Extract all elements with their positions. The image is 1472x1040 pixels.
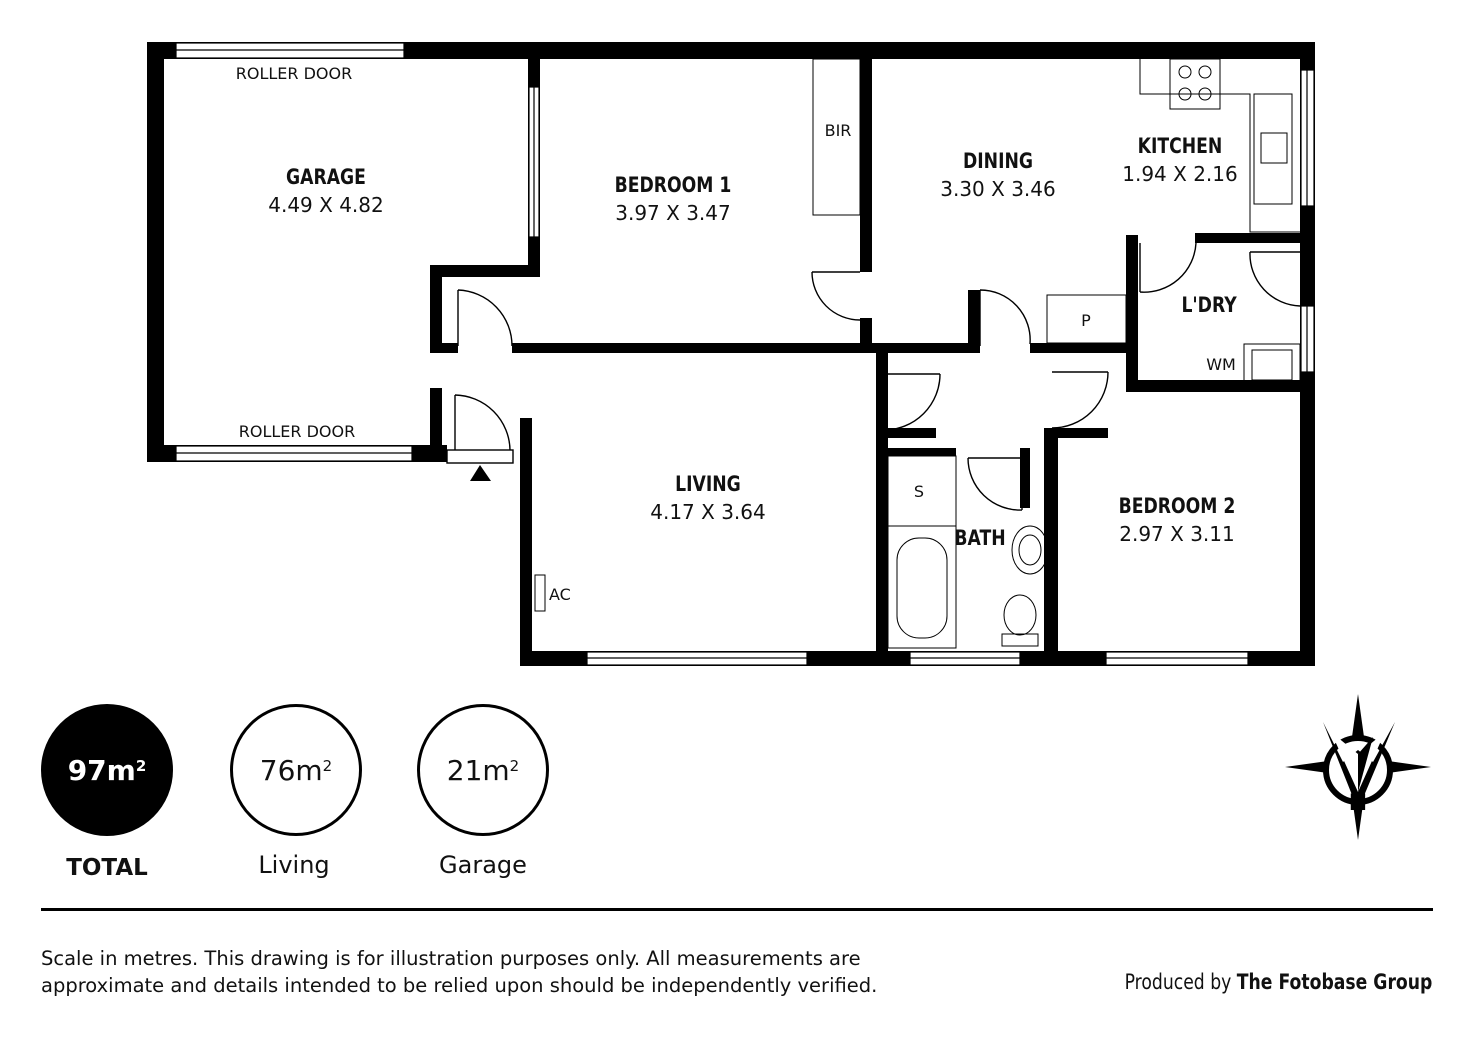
garage-label: GARAGE [286,164,366,189]
disclaimer: Scale in metres. This drawing is for ill… [41,945,1041,999]
roller-door-bottom-label: ROLLER DOOR [239,422,355,441]
disclaimer-line-1: Scale in metres. This drawing is for ill… [41,947,861,970]
living-area-label: Living [258,851,330,879]
windows [175,42,1315,666]
bedroom1-dims: 3.97 X 3.47 [615,201,730,225]
fixtures [534,58,1301,649]
garage-area-unit: 2 [509,757,520,775]
floor-plan: GARAGE 4.49 X 4.82 BEDROOM 1 3.97 X 3.47… [147,42,1315,666]
kitchen-dims: 1.94 X 2.16 [1122,162,1237,186]
total-area-value: 97m [67,753,136,787]
entry-arrow-icon [470,465,491,481]
pantry-label: P [1081,311,1091,330]
living-label: LIVING [675,471,741,496]
shower-label: S [914,482,924,501]
living-area-value: 76m [259,753,323,787]
laundry-label: L'DRY [1181,292,1237,317]
garage-area-value: 21m [446,753,510,787]
compass-north-label: N [1349,791,1367,816]
kitchen-label: KITCHEN [1138,133,1223,158]
producer-credit: Produced by The Fotobase Group [1124,970,1432,994]
bedroom2-dims: 2.97 X 3.11 [1119,522,1234,546]
garage-area-label: Garage [439,851,527,879]
total-area-label: TOTAL [66,855,148,881]
disclaimer-line-2: approximate and details intended to be r… [41,974,878,997]
total-area-unit: 2 [135,757,147,775]
produced-by-label: Produced by [1124,970,1231,994]
divider-line [41,908,1433,911]
bedroom2-label: BEDROOM 2 [1119,493,1236,518]
ac-label: AC [549,585,571,604]
living-area-unit: 2 [322,757,333,775]
dining-dims: 3.30 X 3.46 [940,177,1055,201]
company-name: The Fotobase Group [1236,970,1432,994]
doors [446,242,1301,511]
bir-label: BIR [825,121,852,140]
garage-dims: 4.49 X 4.82 [268,193,383,217]
living-dims: 4.17 X 3.64 [650,500,765,524]
compass-rose-icon: N [1285,694,1431,840]
wm-label: WM [1206,355,1236,374]
roller-door-top-label: ROLLER DOOR [236,64,352,83]
dining-label: DINING [963,148,1033,173]
bedroom1-label: BEDROOM 1 [615,172,732,197]
bath-label: BATH [954,525,1005,550]
